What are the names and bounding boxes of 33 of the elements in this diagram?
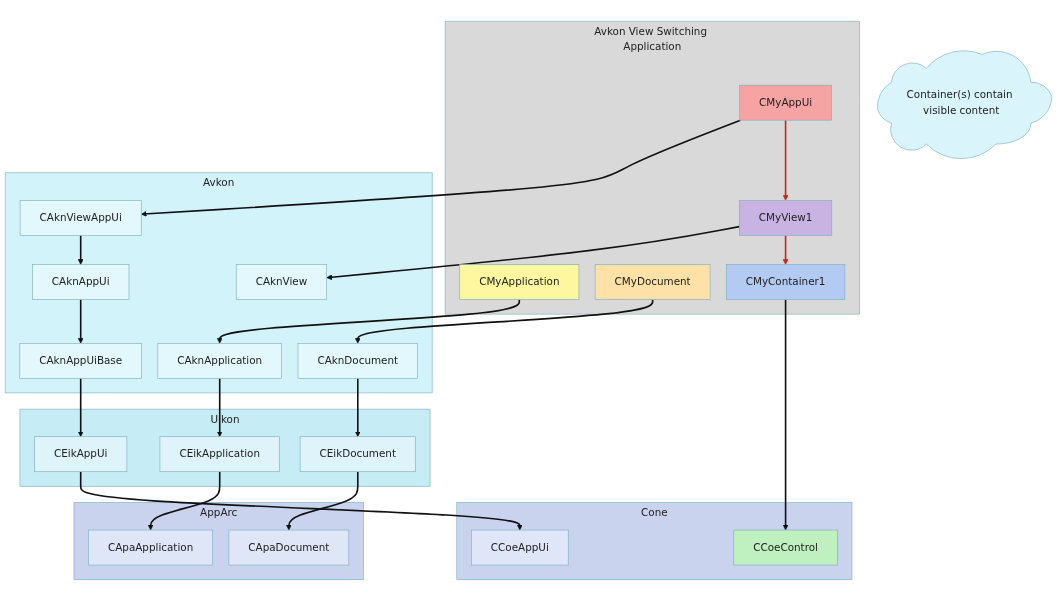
node-box: CCoeControl	[733, 529, 838, 566]
arrow	[77, 377, 84, 438]
node-box: CMyView1	[739, 200, 833, 236]
arrow	[147, 470, 221, 531]
arrow	[141, 119, 742, 217]
node-box: CAknDocument	[297, 343, 418, 379]
arrow	[79, 470, 523, 531]
node-box: CApaDocument	[228, 529, 350, 566]
node-box: CAknView	[235, 264, 327, 300]
node-box: CMyDocument	[594, 264, 711, 300]
arrow	[354, 377, 361, 438]
node-box: CMyAppUi	[739, 84, 832, 121]
arrow	[326, 225, 741, 281]
arrow	[216, 298, 521, 344]
node-box: CMyApplication	[459, 264, 580, 300]
node-box: CAknViewAppUi	[19, 200, 142, 236]
arrow	[286, 470, 359, 531]
node-box: CApaApplication	[88, 529, 213, 566]
node-box: CEikDocument	[299, 436, 416, 473]
node-box: CCoeAppUi	[471, 529, 569, 566]
node-box: CEikApplication	[159, 436, 280, 473]
node-box: CMyContainer1	[726, 264, 846, 300]
arrow	[782, 298, 789, 531]
arrow	[782, 234, 789, 265]
node-box: CEikAppUi	[34, 436, 128, 473]
node-box: CAknApplication	[157, 343, 282, 379]
arrow	[354, 298, 654, 344]
arrow	[782, 119, 789, 201]
node-box: CAknAppUi	[32, 264, 130, 300]
node-box: CAknAppUiBase	[19, 343, 142, 379]
arrow	[77, 234, 84, 265]
arrow	[216, 377, 223, 438]
arrow	[77, 298, 84, 344]
